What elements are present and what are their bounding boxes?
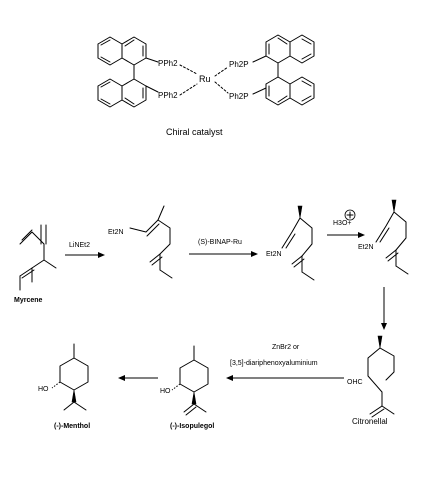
left-lower-naphthalene bbox=[97, 64, 147, 108]
step4-reagent-line1: ZnBr2 or bbox=[272, 344, 300, 351]
ligand-right-bottom-label: Ph2P bbox=[229, 92, 249, 101]
citronellal-label: Citronellal bbox=[352, 417, 388, 426]
chiral-enamine-structure bbox=[281, 205, 315, 281]
chiral-enamine-amine-label: Et2N bbox=[266, 251, 282, 258]
binap-ru-catalyst: PPh2 PPh2 Ru Ph2P Ph2P Chiral bbox=[97, 34, 315, 137]
step3-reagent: H3O+ bbox=[333, 220, 351, 227]
myrcene-structure bbox=[19, 224, 57, 291]
citronellal-structure bbox=[367, 335, 395, 418]
menthol-hydroxyl-label: HO bbox=[38, 386, 49, 393]
isopulegol-hydroxyl-label: HO bbox=[160, 388, 171, 395]
step1-reagent: LiNEt2 bbox=[69, 242, 90, 249]
right-upper-naphthalene bbox=[265, 34, 315, 78]
ligand-left-top-label: PPh2 bbox=[158, 59, 178, 68]
right-lower-naphthalene bbox=[265, 76, 315, 106]
arrow-step6 bbox=[118, 375, 158, 381]
catalyst-caption: Chiral catalyst bbox=[166, 127, 223, 137]
citronellal-aldehyde-label: OHC bbox=[347, 379, 363, 386]
geranylamine-structure bbox=[129, 205, 173, 279]
arrow-step2 bbox=[189, 251, 258, 257]
arrow-step1 bbox=[65, 252, 105, 258]
ligand-left-bottom-label: PPh2 bbox=[158, 91, 178, 100]
arrow-step4 bbox=[381, 287, 387, 330]
left-upper-naphthalene bbox=[97, 36, 147, 66]
metal-center-label: Ru bbox=[199, 74, 211, 84]
ligand-right-top-label: Ph2P bbox=[229, 60, 249, 69]
enamine-amine-label: Et2N bbox=[108, 229, 124, 236]
hydrolysis-enamine-amine-label: Et2N bbox=[358, 244, 374, 251]
myrcene-label: Myrcene bbox=[14, 297, 43, 304]
step4-reagent-line2: [3,5]-diariphenoxyaluminium bbox=[230, 360, 318, 367]
menthol-label: (-)-Menthol bbox=[54, 423, 90, 430]
menthol-structure bbox=[51, 343, 89, 411]
step2-reagent: (S)-BINAP-Ru bbox=[198, 239, 242, 246]
hydrolysis-enamine-structure bbox=[375, 199, 409, 275]
arrow-step3 bbox=[327, 232, 365, 238]
isopulegol-structure bbox=[171, 345, 209, 416]
isopulegol-label: (-)-Isopulegol bbox=[170, 423, 214, 430]
arrow-step5 bbox=[226, 375, 344, 381]
plus-charge-icon bbox=[344, 209, 356, 221]
